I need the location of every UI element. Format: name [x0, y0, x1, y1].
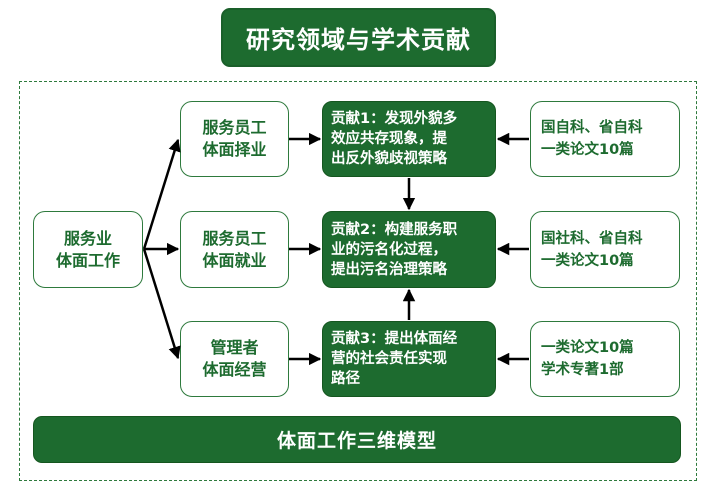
contribution-node-3: 贡献3：提出体面经 营的社会责任实现 路径 [322, 321, 496, 397]
contribution-node-2: 贡献2：构建服务职 业的污名化过程， 提出污名治理策略 [322, 211, 496, 288]
diagram-title: 研究领域与学术贡献 [221, 8, 496, 67]
output-node-2: 国社科、省自科 一类论文10篇 [530, 211, 680, 288]
arrow-root-to-branch-3 [142, 248, 181, 360]
branch-node-2-label: 服务员工 体面就业 [202, 228, 267, 270]
output-node-3-text: 一类论文10篇 学术专著1部 [541, 340, 634, 378]
branch-node-3: 管理者 体面经营 [180, 321, 289, 397]
model-bar: 体面工作三维模型 [33, 416, 681, 463]
contribution-node-1-text: 贡献1：发现外貌多 效应共存现象，提 出反外貌歧视策略 [331, 111, 458, 167]
branch-node-1-label: 服务员工 体面择业 [202, 118, 267, 159]
contribution-node-3-text: 贡献3：提出体面经 营的社会责任实现 路径 [331, 331, 458, 387]
diagram-title-text: 研究领域与学术贡献 [246, 26, 471, 54]
root-node: 服务业 体面工作 [33, 211, 143, 288]
dashed-frame [19, 81, 697, 481]
contribution-node-2-text: 贡献2：构建服务职 业的污名化过程， 提出污名治理策略 [331, 221, 458, 278]
output-node-1: 国自科、省自科 一类论文10篇 [530, 101, 680, 177]
model-bar-text: 体面工作三维模型 [276, 430, 437, 452]
root-node-label: 服务业 体面工作 [55, 228, 120, 270]
branch-node-1: 服务员工 体面择业 [180, 101, 289, 177]
output-node-2-text: 国社科、省自科 一类论文10篇 [541, 230, 643, 269]
output-node-3: 一类论文10篇 学术专著1部 [530, 321, 680, 397]
arrow-root-to-branch-1 [142, 138, 181, 250]
output-node-1-text: 国自科、省自科 一类论文10篇 [541, 120, 643, 158]
branch-node-3-label: 管理者 体面经营 [202, 338, 267, 379]
contribution-node-1: 贡献1：发现外貌多 效应共存现象，提 出反外貌歧视策略 [322, 101, 496, 177]
branch-node-2: 服务员工 体面就业 [180, 211, 289, 288]
